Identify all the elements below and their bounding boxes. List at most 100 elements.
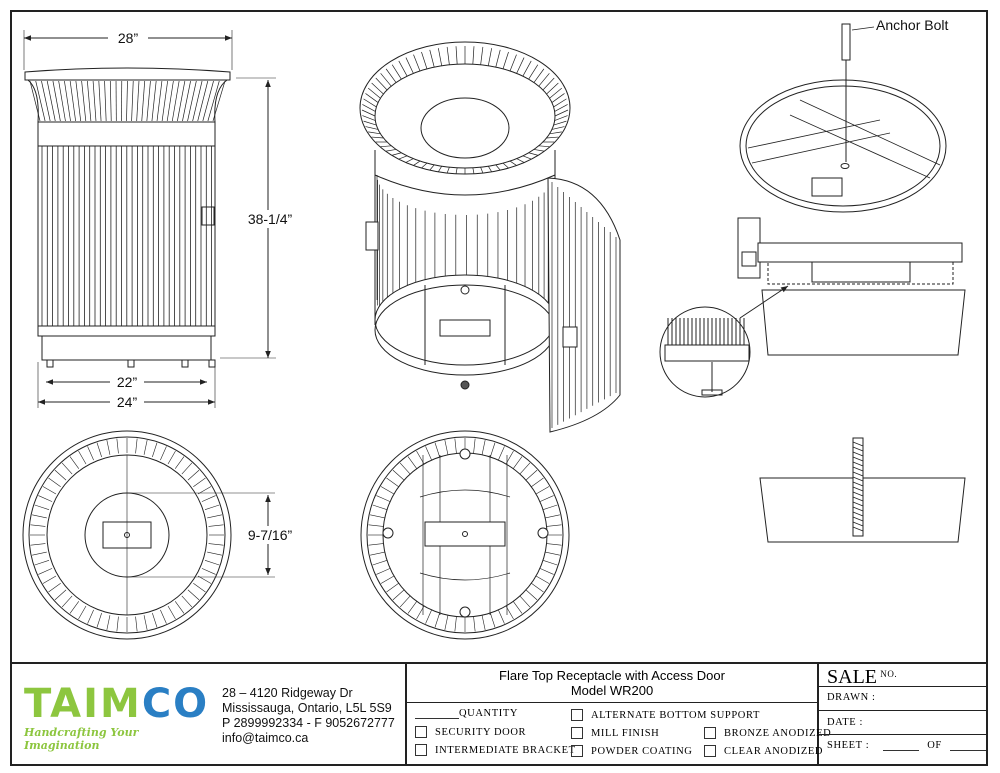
- slat-line: [106, 440, 111, 455]
- slat-line: [367, 87, 381, 99]
- option-intermediate-bracket[interactable]: INTERMEDIATE BRACKET: [415, 744, 576, 756]
- slat-line: [444, 440, 449, 455]
- drawn-label: DRAWN :: [827, 692, 876, 703]
- slat-line: [361, 109, 376, 117]
- slat-line: [531, 582, 544, 593]
- product-info: Flare Top Receptacle with Access Door Mo…: [405, 664, 831, 766]
- slat-line: [546, 82, 559, 95]
- slat-line: [365, 126, 379, 130]
- technical-drawing: 28” 38-1/4” 22” 24”: [22, 17, 966, 640]
- slat-line: [38, 568, 53, 575]
- slat-line: [48, 477, 61, 488]
- checkbox[interactable]: [704, 727, 716, 739]
- anchor-detail: Anchor Bolt: [659, 17, 966, 543]
- slat-line: [538, 73, 550, 87]
- slat-line: [69, 80, 76, 122]
- slat-line: [495, 49, 501, 68]
- slat-line: [161, 80, 168, 122]
- slat-line: [546, 524, 562, 527]
- slat-line: [98, 80, 102, 122]
- slat-line: [109, 80, 112, 122]
- option-bronze-anodized[interactable]: BRONZE ANODIZED: [704, 727, 831, 739]
- slat-line: [425, 446, 432, 461]
- slat-line: [413, 160, 421, 166]
- option-mill-finish[interactable]: MILL FINISH: [571, 727, 659, 739]
- slat-line: [509, 54, 517, 72]
- slat-line: [75, 80, 82, 122]
- slat-line: [54, 469, 67, 481]
- slat-line: [365, 93, 379, 103]
- slat-line: [516, 158, 525, 163]
- slat-line: [81, 80, 87, 122]
- checkbox[interactable]: [571, 709, 583, 721]
- checkbox[interactable]: [704, 745, 716, 757]
- slat-line: [106, 615, 111, 630]
- slat-line: [376, 495, 391, 502]
- checkbox[interactable]: [571, 727, 583, 739]
- slat-line: [207, 80, 220, 122]
- option-security-door[interactable]: SECURITY DOOR: [415, 726, 526, 738]
- slat-line: [156, 80, 163, 122]
- slat-line: [207, 514, 222, 519]
- slat-line: [201, 568, 216, 575]
- slat-line: [498, 609, 505, 624]
- slat-line: [32, 551, 47, 556]
- slat-line: [545, 551, 560, 556]
- slat-line: [78, 450, 87, 465]
- slat-line: [472, 167, 475, 174]
- foot: [181, 359, 189, 368]
- checkbox[interactable]: [571, 745, 583, 757]
- slat-line: [35, 80, 46, 122]
- option-clear-anodized[interactable]: CLEAR ANODIZED: [704, 745, 823, 757]
- slat-line: [96, 442, 102, 458]
- option-alternate-bottom-support[interactable]: ALTERNATE BOTTOM SUPPORT: [571, 709, 760, 721]
- slat-line: [386, 477, 399, 488]
- slat-line: [160, 609, 167, 624]
- door-latch: [201, 206, 215, 226]
- slat-line: [34, 560, 50, 566]
- slat-line: [549, 131, 562, 135]
- slat-line: [87, 609, 94, 624]
- slat-line: [61, 595, 73, 608]
- slat-line: [193, 477, 206, 488]
- option-powder-coating[interactable]: POWDER COATING: [571, 745, 692, 757]
- product-title: Flare Top Receptacle with Access Door: [499, 668, 725, 683]
- slat-line: [421, 162, 428, 169]
- slat-line: [207, 551, 222, 556]
- slat-line: [29, 80, 41, 122]
- slat-line: [542, 504, 558, 510]
- slat-line: [533, 68, 545, 83]
- front-elevation-view: 28” 38-1/4” 22” 24”: [23, 28, 296, 411]
- slat-line: [473, 616, 476, 632]
- slat-line: [375, 77, 388, 91]
- dimension-foot-span: 22”: [46, 373, 207, 391]
- slat-line: [46, 80, 56, 122]
- slat-line: [399, 462, 411, 475]
- isometric-view: [359, 41, 621, 433]
- slat-line: [30, 543, 46, 546]
- slat-line: [386, 149, 397, 152]
- slat-line: [371, 82, 384, 95]
- slat-line: [512, 601, 523, 614]
- slat-line: [52, 80, 61, 122]
- slat-line: [398, 60, 408, 77]
- dim-base-width: 24”: [117, 394, 138, 410]
- slat-line: [553, 120, 567, 126]
- slat-line: [553, 98, 567, 108]
- slat-line: [535, 486, 550, 495]
- slat-line: [392, 589, 405, 601]
- slat-line: [370, 551, 385, 556]
- slat-line: [116, 438, 119, 454]
- slat-line: [487, 48, 493, 66]
- slat-line: [126, 80, 128, 122]
- checkbox[interactable]: [415, 726, 427, 738]
- slat-line: [187, 80, 197, 122]
- checkbox[interactable]: [415, 744, 427, 756]
- slat-line: [446, 167, 450, 174]
- slat-line: [363, 98, 377, 108]
- slat-line: [193, 582, 206, 593]
- slat-line: [92, 80, 97, 122]
- slat-line: [519, 462, 531, 475]
- slat-line: [535, 575, 550, 584]
- slat-line: [167, 450, 176, 465]
